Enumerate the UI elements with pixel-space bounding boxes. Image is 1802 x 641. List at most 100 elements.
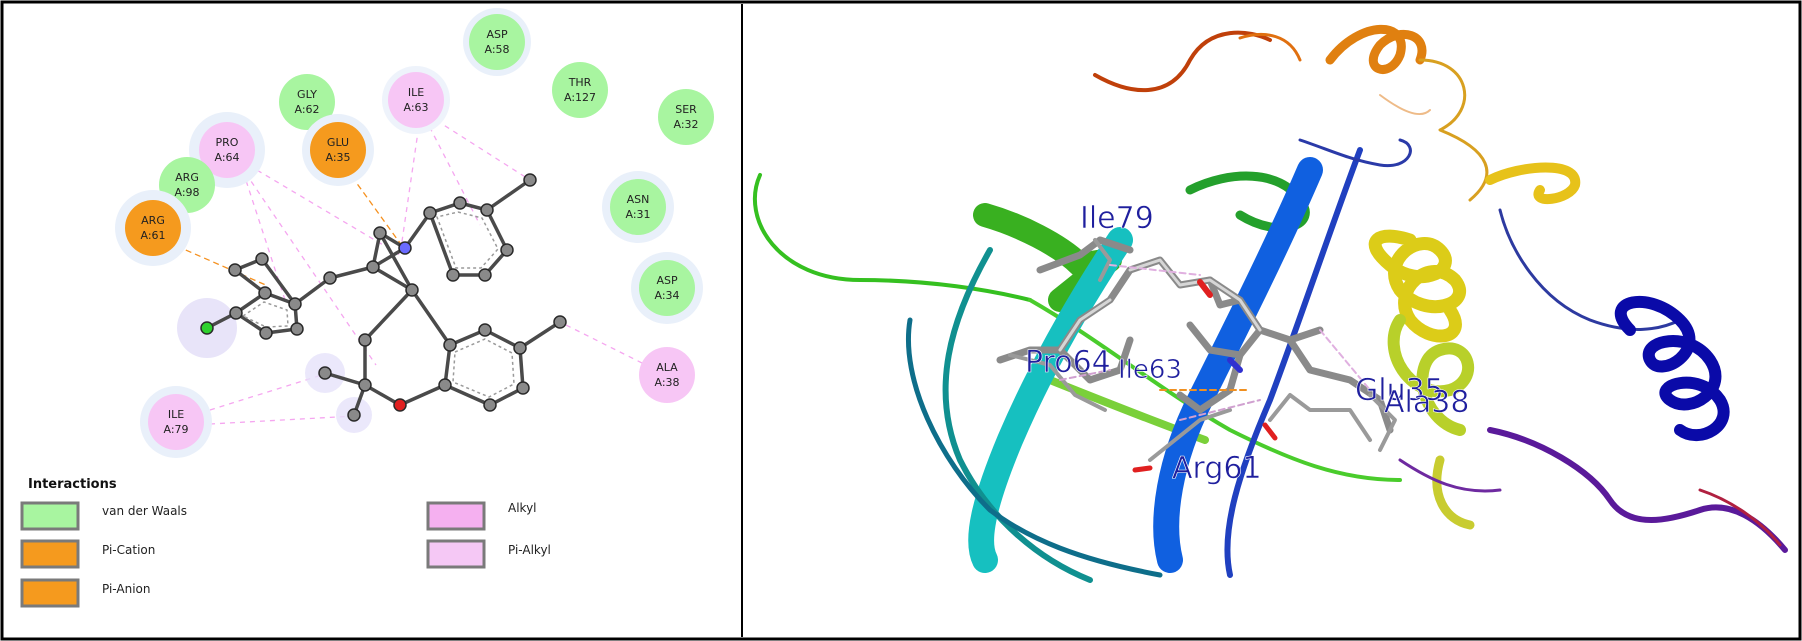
atom bbox=[438, 378, 452, 392]
atom bbox=[258, 286, 272, 300]
residue-arg61: ARG A:61 bbox=[115, 190, 191, 266]
aromatic-ring bbox=[241, 301, 289, 328]
residue-pos: A:32 bbox=[673, 118, 698, 131]
stick-highlight bbox=[1128, 258, 1262, 332]
atom bbox=[373, 226, 387, 240]
atom bbox=[553, 315, 567, 329]
atom bbox=[288, 297, 302, 311]
residue-disc bbox=[279, 74, 335, 130]
residue-disc bbox=[388, 72, 444, 128]
helix-yellow bbox=[1485, 162, 1581, 205]
atom bbox=[516, 381, 530, 395]
legend-item-alkyl: Alkyl bbox=[426, 501, 537, 531]
legend-title: Interactions bbox=[28, 477, 117, 492]
helix-yellow-green bbox=[1432, 455, 1475, 530]
interaction-dash bbox=[1059, 369, 1111, 381]
residue-disc bbox=[610, 179, 666, 235]
aromatic-ring bbox=[452, 338, 515, 398]
residue-pos: A:58 bbox=[484, 43, 509, 56]
stick-nitrogen bbox=[1227, 357, 1243, 373]
interaction-diagram: ASP A:58 THR A:127 SER A:32 GLY A:62 bbox=[20, 8, 714, 608]
residue-stick-path bbox=[1093, 238, 1112, 282]
residue-stick-path bbox=[1368, 393, 1397, 452]
atom bbox=[323, 271, 337, 285]
stick-path bbox=[1176, 351, 1244, 414]
residue-name: ARG bbox=[141, 214, 165, 227]
residue-disc bbox=[199, 122, 255, 178]
strand-green bbox=[973, 203, 1122, 312]
residue-name: ILE bbox=[168, 408, 184, 421]
ligand-stick-highlights bbox=[1058, 258, 1262, 352]
atom bbox=[290, 322, 304, 336]
structure-label-ile63: Ile63 bbox=[1118, 355, 1182, 385]
atom bbox=[453, 196, 467, 210]
strand-cyan bbox=[968, 227, 1133, 573]
residue-name: ASP bbox=[656, 274, 678, 287]
interaction-line bbox=[559, 321, 661, 373]
residue-disc bbox=[469, 14, 525, 70]
stick-path bbox=[1206, 276, 1244, 309]
residue-name: ARG bbox=[175, 171, 199, 184]
interaction-line bbox=[427, 114, 531, 181]
residue-name: PRO bbox=[216, 136, 239, 149]
stick-highlight bbox=[1058, 298, 1112, 352]
atom bbox=[480, 203, 494, 217]
helix-yellow bbox=[1368, 229, 1466, 343]
bond-path bbox=[371, 201, 510, 277]
ribbon-loop bbox=[1298, 138, 1412, 168]
ribbon-structure: Ile79 Pro64 Ile63 Glu35 Ala38 Arg61 bbox=[753, 24, 1788, 583]
atom bbox=[443, 338, 457, 352]
legend-item-pi-anion: Pi-Anion bbox=[20, 578, 150, 608]
helix-orange bbox=[1379, 94, 1431, 115]
interaction-line bbox=[239, 164, 377, 366]
residue-name: SER bbox=[675, 103, 697, 116]
stick-path bbox=[1036, 236, 1134, 274]
helix-yellow-green bbox=[1387, 314, 1474, 436]
residue-disc bbox=[552, 62, 608, 118]
residue-asp58: ASP A:58 bbox=[463, 8, 531, 76]
interaction-dash bbox=[1109, 264, 1201, 276]
bond-path bbox=[378, 231, 414, 292]
atom bbox=[255, 252, 269, 266]
atom bbox=[228, 263, 242, 277]
aromatic-ring bbox=[436, 211, 499, 269]
residue-pos: A:64 bbox=[214, 151, 239, 164]
ribbon-loop bbox=[1418, 58, 1489, 202]
residue-disc bbox=[125, 200, 181, 256]
strand-teal bbox=[942, 247, 1093, 583]
interaction-line bbox=[239, 161, 286, 301]
structure-label-ile79: Ile79 bbox=[1080, 201, 1154, 236]
structure-label-glu35: Glu35 bbox=[1355, 373, 1444, 408]
residue-name: ALA bbox=[656, 361, 678, 374]
strand-teal bbox=[906, 317, 1163, 578]
atom bbox=[358, 378, 372, 392]
legend-item-vdw: van der Waals bbox=[20, 501, 187, 531]
residue-disc bbox=[310, 122, 366, 178]
residue-name: ILE bbox=[408, 86, 424, 99]
residue-name: ASP bbox=[486, 28, 508, 41]
interaction-dash bbox=[1319, 329, 1371, 391]
ribbon-loop bbox=[1093, 30, 1272, 93]
legend-swatch bbox=[20, 578, 80, 608]
residue-pos: A:127 bbox=[564, 91, 596, 104]
legend-swatch bbox=[426, 539, 486, 569]
atom bbox=[478, 323, 492, 337]
residue-stick-path bbox=[1148, 408, 1232, 462]
legend-item-pi-alkyl: Pi-Alkyl bbox=[426, 539, 551, 569]
legend-label: Pi-Anion bbox=[102, 582, 150, 596]
bond-path bbox=[231, 256, 297, 306]
residue-pos: A:79 bbox=[163, 423, 188, 436]
residue-thr127: THR A:127 bbox=[552, 62, 608, 118]
bond-path bbox=[371, 265, 414, 292]
helix-dark-blue bbox=[1614, 295, 1730, 442]
residue-discs: ASP A:58 THR A:127 SER A:32 GLY A:62 bbox=[115, 8, 714, 458]
helix-orange bbox=[1325, 24, 1427, 74]
residue-name: THR bbox=[568, 76, 592, 89]
residue-disc bbox=[639, 347, 695, 403]
strand-purple bbox=[1487, 427, 1788, 553]
atom bbox=[513, 341, 527, 355]
residue-pos: A:38 bbox=[654, 376, 679, 389]
ligand-atoms bbox=[228, 173, 567, 422]
residue-pro64: PRO A:64 bbox=[189, 112, 265, 188]
